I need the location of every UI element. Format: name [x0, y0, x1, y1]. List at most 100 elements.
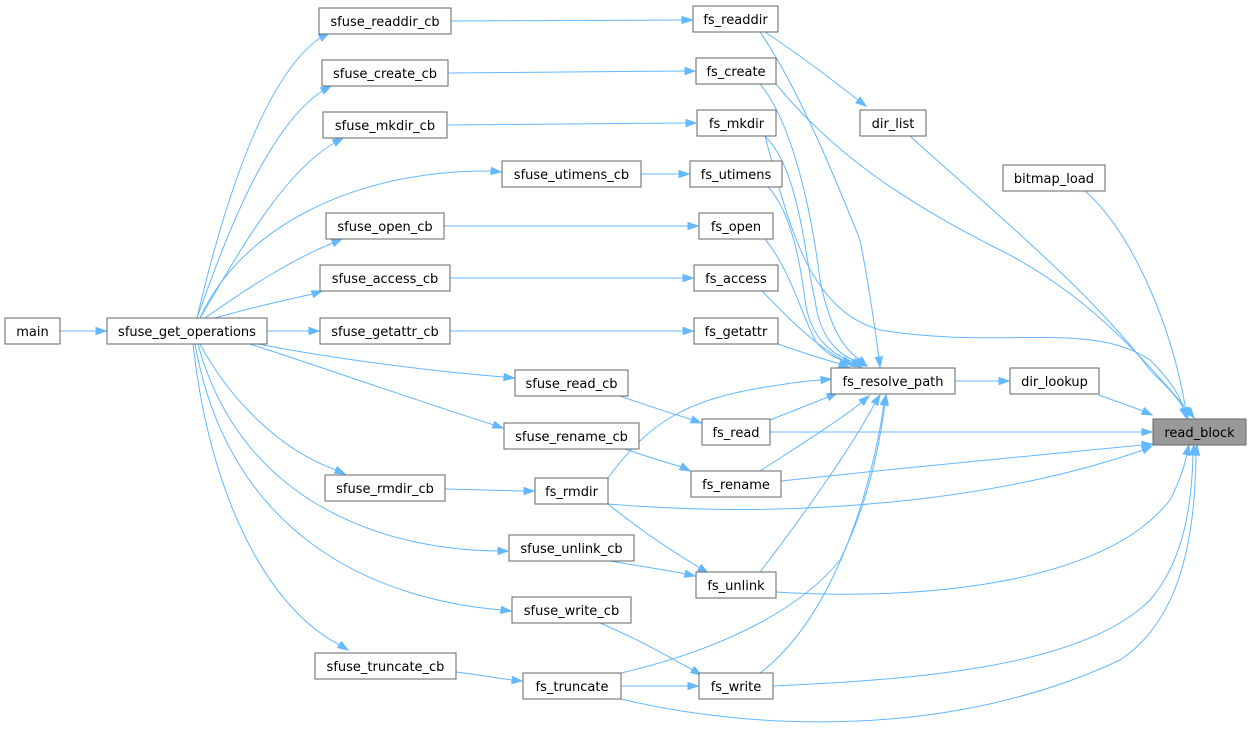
- node-label-fs-access: fs_access: [705, 272, 767, 287]
- node-dir-list[interactable]: dir_list: [859, 109, 927, 137]
- node-fs-utimens[interactable]: fs_utimens: [689, 160, 783, 188]
- edge-sfuse-get-operations-to-sfuse-unlink-cb: [197, 343, 510, 556]
- node-fs-readdir[interactable]: fs_readdir: [692, 5, 779, 33]
- node-label-sfuse-mkdir-cb: sfuse_mkdir_cb: [335, 119, 435, 134]
- edge-line: [199, 142, 335, 319]
- edge-line: [767, 186, 855, 363]
- edge-arrowhead: [681, 15, 694, 25]
- edge-line: [759, 83, 861, 361]
- node-fs-rename[interactable]: fs_rename: [690, 470, 782, 498]
- edge-sfuse-get-operations-to-sfuse-readdir-cb: [196, 32, 331, 319]
- node-sfuse-truncate-cb[interactable]: sfuse_truncate_cb: [314, 652, 457, 680]
- edge-arrowhead: [855, 96, 868, 107]
- edge-fs-utimens-to-fs-resolve-path: [767, 186, 865, 367]
- node-dir-lookup[interactable]: dir_lookup: [1009, 367, 1100, 395]
- edge-sfuse-get-operations-to-sfuse-write-cb: [194, 343, 513, 615]
- node-label-sfuse-rmdir-cb: sfuse_rmdir_cb: [336, 482, 434, 497]
- edge-arrowhead: [500, 605, 513, 615]
- node-label-fs-rmdir: fs_rmdir: [545, 485, 598, 500]
- node-sfuse-open-cb[interactable]: sfuse_open_cb: [325, 212, 445, 240]
- edge-line: [450, 19, 683, 22]
- edge-line: [249, 343, 495, 426]
- edge-fs-write-to-read-block: [772, 443, 1198, 687]
- edge-arrowhead: [319, 85, 333, 95]
- edge-arrowhead: [879, 393, 888, 407]
- node-label-fs-rename: fs_rename: [702, 478, 770, 493]
- edge-sfuse-mkdir-cb-to-fs-mkdir: [446, 118, 698, 128]
- edge-line: [599, 622, 694, 671]
- edge-arrowhead: [678, 462, 692, 472]
- node-fs-open[interactable]: fs_open: [698, 212, 774, 240]
- node-label-sfuse-rename-cb: sfuse_rename_cb: [515, 430, 628, 445]
- edge-fs-getattr-to-fs-resolve-path: [777, 343, 851, 368]
- node-fs-unlink[interactable]: fs_unlink: [695, 571, 777, 599]
- node-sfuse-get-operations[interactable]: sfuse_get_operations: [106, 317, 268, 345]
- edge-line: [455, 671, 513, 681]
- node-fs-write[interactable]: fs_write: [698, 672, 774, 700]
- node-label-fs-open: fs_open: [711, 220, 761, 235]
- edge-line: [764, 238, 853, 364]
- edge-arrowhead: [308, 326, 321, 336]
- node-sfuse-access-cb[interactable]: sfuse_access_cb: [319, 264, 451, 292]
- edge-sfuse-get-operations-to-sfuse-getattr-cb: [267, 326, 321, 336]
- edge-fs-readdir-to-fs-resolve-path: [759, 31, 884, 369]
- node-read-block[interactable]: read_block: [1152, 418, 1247, 446]
- node-main[interactable]: main: [4, 317, 61, 345]
- edge-arrowhead: [523, 486, 536, 496]
- node-label-fs-readdir: fs_readdir: [703, 13, 768, 28]
- edge-line: [777, 343, 841, 365]
- edge-sfuse-get-operations-to-sfuse-utimens-cb: [199, 166, 503, 319]
- node-label-fs-utimens: fs_utimens: [701, 168, 772, 183]
- node-fs-resolve-path[interactable]: fs_resolve_path: [830, 367, 956, 395]
- edge-line: [909, 135, 1185, 411]
- edge-arrowhead: [858, 395, 871, 407]
- node-fs-rmdir[interactable]: fs_rmdir: [534, 477, 609, 505]
- node-label-fs-unlink: fs_unlink: [707, 579, 765, 594]
- edge-arrowhead: [837, 359, 851, 368]
- edge-line: [444, 488, 525, 492]
- edge-arrowhead: [874, 356, 884, 369]
- edge-arrowhead: [336, 640, 350, 651]
- node-fs-truncate[interactable]: fs_truncate: [522, 672, 622, 700]
- edge-arrowhead: [678, 169, 691, 179]
- node-sfuse-create-cb[interactable]: sfuse_create_cb: [321, 59, 449, 87]
- edge-line: [199, 170, 492, 319]
- node-sfuse-write-cb[interactable]: sfuse_write_cb: [511, 596, 632, 624]
- node-bitmap-load[interactable]: bitmap_load: [1002, 164, 1106, 192]
- edge-arrowhead: [1141, 427, 1154, 437]
- edge-fs-open-to-fs-resolve-path: [764, 238, 863, 368]
- edge-fs-mkdir-to-read-block: [764, 135, 1188, 420]
- node-label-read-block: read_block: [1164, 426, 1235, 441]
- node-fs-access[interactable]: fs_access: [693, 264, 779, 292]
- node-label-fs-write: fs_write: [711, 680, 762, 695]
- edge-line: [214, 293, 314, 319]
- node-sfuse-mkdir-cb[interactable]: sfuse_mkdir_cb: [322, 111, 448, 139]
- node-sfuse-unlink-cb[interactable]: sfuse_unlink_cb: [508, 534, 635, 562]
- edge-arrowhead: [687, 221, 700, 231]
- edge-line: [1098, 394, 1144, 412]
- node-fs-mkdir[interactable]: fs_mkdir: [696, 109, 777, 137]
- edge-fs-readdir-to-dir-list: [764, 31, 868, 107]
- node-fs-read[interactable]: fs_read: [701, 418, 771, 446]
- node-fs-getattr[interactable]: fs_getattr: [693, 317, 779, 345]
- edge-arrowhead: [683, 569, 697, 578]
- node-label-main: main: [16, 325, 48, 340]
- node-sfuse-rmdir-cb[interactable]: sfuse_rmdir_cb: [324, 474, 446, 502]
- edge-line: [1084, 190, 1186, 406]
- node-sfuse-rename-cb[interactable]: sfuse_rename_cb: [503, 422, 640, 450]
- node-sfuse-readdir-cb[interactable]: sfuse_readdir_cb: [318, 7, 452, 35]
- node-label-fs-truncate: fs_truncate: [536, 680, 609, 695]
- edge-sfuse-rename-cb-to-fs-rename: [624, 448, 692, 472]
- edge-fs-access-to-fs-resolve-path: [761, 290, 854, 366]
- edge-sfuse-get-operations-to-sfuse-rmdir-cb: [199, 343, 347, 475]
- edge-line: [769, 396, 829, 421]
- node-sfuse-read-cb[interactable]: sfuse_read_cb: [514, 369, 629, 397]
- node-label-sfuse-unlink-cb: sfuse_unlink_cb: [520, 542, 622, 557]
- edge-arrowhead: [310, 290, 324, 299]
- node-sfuse-utimens-cb[interactable]: sfuse_utimens_cb: [501, 160, 642, 188]
- edge-arrowhead: [689, 665, 703, 676]
- edge-line: [196, 90, 323, 319]
- node-fs-create[interactable]: fs_create: [695, 57, 777, 85]
- node-sfuse-getattr-cb[interactable]: sfuse_getattr_cb: [319, 317, 451, 345]
- edge-arrowhead: [849, 358, 863, 368]
